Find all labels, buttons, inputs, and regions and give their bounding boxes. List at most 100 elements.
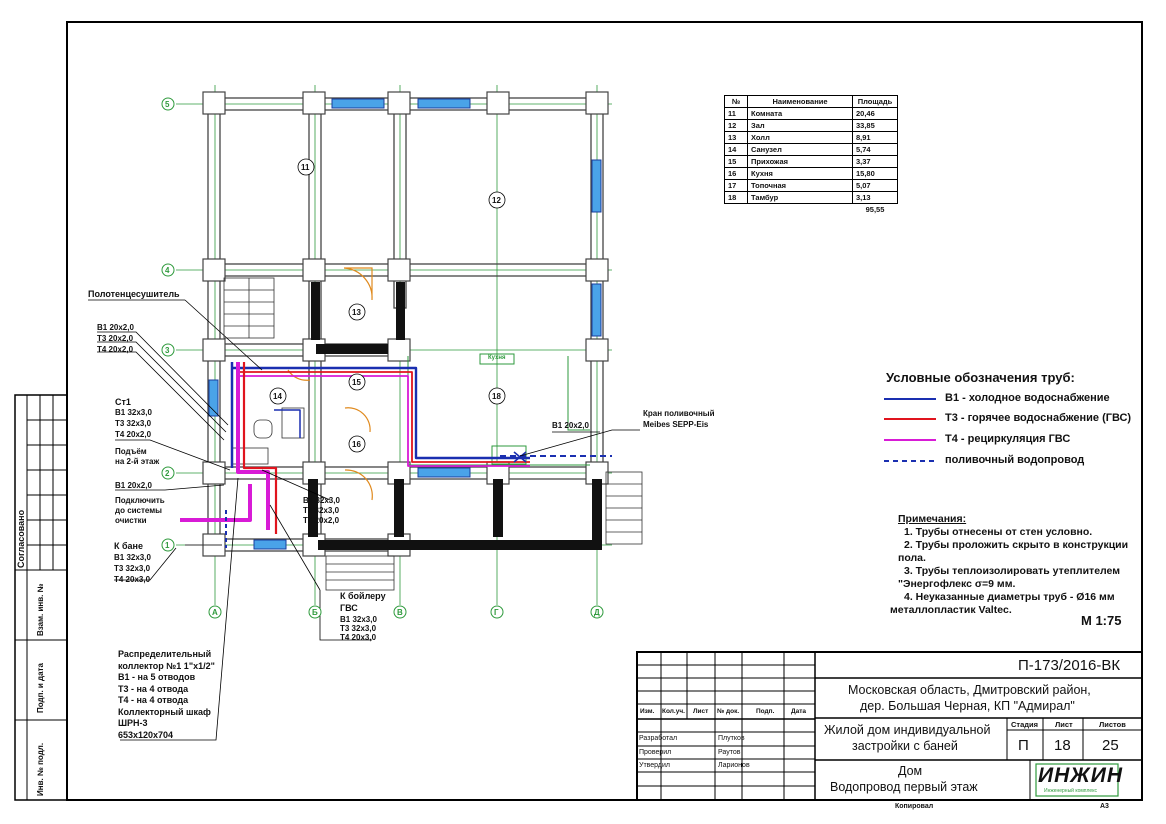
valve-label-2: Meibes SEPP-Eis xyxy=(643,420,709,429)
legend-item-irrigation: поливочный водопровод xyxy=(945,454,1085,466)
valve-label-1: Кран поливочный xyxy=(643,409,715,418)
legend-item-t4: Т4 - рециркуляция ГВС xyxy=(945,433,1071,445)
note-line: 1. Трубы отнесены от стен условно. xyxy=(904,526,1093,538)
stage-header: Стадия xyxy=(1011,720,1039,729)
notes-block: Примечания: 1. Трубы отнесены от стен ус… xyxy=(890,513,1129,617)
format-label: А3 xyxy=(1100,803,1109,810)
table-cell: 16 xyxy=(724,167,748,180)
table-cell: 8,91 xyxy=(852,131,898,144)
bath-pipe-t3: Т3 32х3,0 xyxy=(114,564,151,573)
drawing-code: П-173/2016-ВК xyxy=(1018,657,1121,674)
note-line: 2. Трубы проложить скрыто в конструкции xyxy=(904,539,1129,551)
room-label-13: 13 xyxy=(352,308,361,317)
table-cell: 15 xyxy=(724,155,748,168)
room-label-16: 16 xyxy=(352,440,361,449)
boiler-pipe-t4: Т4 20х3,0 xyxy=(340,633,377,642)
company-logo-subtitle: Инженерный комплекс xyxy=(1044,788,1097,794)
location-line-1: Московская область, Дмитровский район, xyxy=(848,683,1091,697)
name-checked: Раутов xyxy=(718,749,741,756)
center-pipe-t4: Т4 20х2,0 xyxy=(303,516,340,525)
collector-line: Коллекторный шкаф xyxy=(118,706,211,717)
table-cell: 5,74 xyxy=(852,143,898,156)
role-developed: Разработал xyxy=(639,735,678,742)
table-cell: 5,07 xyxy=(852,179,898,192)
center-pipe-t3: Т3 32х3,0 xyxy=(303,506,340,515)
legend-item-b1: В1 - холодное водоснабжение xyxy=(945,392,1110,404)
rise-label-1: Подъём xyxy=(115,447,147,456)
table-total: 95,55 xyxy=(865,205,885,214)
sheet-header: Лист xyxy=(1055,720,1073,729)
table-cell: 33,85 xyxy=(852,119,898,132)
notes-title: Примечания: xyxy=(898,513,967,525)
table-cell: Топочная xyxy=(747,179,853,192)
b1-valve-label: В1 20х2,0 xyxy=(552,421,589,430)
towel-dryer-label: Полотенцесушитель xyxy=(88,289,180,299)
table-header: Площадь xyxy=(852,95,898,108)
company-logo: ИНЖИН xyxy=(1038,764,1124,787)
b1-small-label: В1 20х2,0 xyxy=(115,481,152,490)
axis-label-5: 5 xyxy=(165,100,170,109)
table-cell: Холл xyxy=(747,131,853,144)
boiler-pipe-b1: В1 32х3,0 xyxy=(340,615,377,624)
axis-label-b: Б xyxy=(312,608,318,617)
axis-label-3: 3 xyxy=(165,346,170,355)
table-cell: Зал xyxy=(747,119,853,132)
st1-pipe-b1: В1 32х3,0 xyxy=(115,408,152,417)
to-bath-label: К бане xyxy=(114,541,143,551)
table-cell: Комната xyxy=(747,107,853,120)
axis-label-1: 1 xyxy=(165,541,170,550)
col-header-date: Дата xyxy=(791,708,807,715)
left-pipe-t4: Т4 20х2,0 xyxy=(97,345,134,354)
table-cell: 13 xyxy=(724,131,748,144)
table-cell: 20,46 xyxy=(852,107,898,120)
table-cell: 3,13 xyxy=(852,191,898,204)
valve-icon xyxy=(513,451,527,463)
legend-title: Условные обозначения труб: xyxy=(886,370,1075,385)
col-header-list: Лист xyxy=(693,708,709,715)
room-label-18: 18 xyxy=(492,392,501,401)
note-line: 4. Неуказанные диаметры труб - Ø16 мм xyxy=(904,591,1115,603)
table-header: Наименование xyxy=(747,95,853,108)
connect-label-2: до системы xyxy=(115,506,163,515)
legend-item-t3: Т3 - горячее водоснабжение (ГВС) xyxy=(945,412,1132,424)
project-line-1: Жилой дом индивидуальной xyxy=(824,723,991,737)
center-pipe-b1: В1 32х3,0 xyxy=(303,496,340,505)
stamp-sign-date: Подп. и дата xyxy=(36,663,45,713)
note-line: металлопластик Valtec. xyxy=(890,604,1012,616)
table-header: № xyxy=(724,95,748,108)
table-cell: 12 xyxy=(724,119,748,132)
collector-line: Распределительный xyxy=(118,649,212,659)
role-approved: Утвердил xyxy=(639,762,670,769)
rise-label-2: на 2-й этаж xyxy=(115,457,160,466)
axis-label-2: 2 xyxy=(165,469,170,478)
pipes xyxy=(180,362,612,548)
collector-line: ШРН-3 xyxy=(118,718,148,728)
table-cell: 15,80 xyxy=(852,167,898,180)
table-cell: Санузел xyxy=(747,143,853,156)
table-cell: 3,37 xyxy=(852,155,898,168)
col-header-doc: № док. xyxy=(717,708,740,715)
boiler-pipe-t3: Т3 32х3,0 xyxy=(340,624,377,633)
axis-label-v: В xyxy=(397,608,403,617)
axis-label-4: 4 xyxy=(165,266,170,275)
axis-label-g: Г xyxy=(494,608,499,617)
table-cell: Прихожая xyxy=(747,155,853,168)
note-line: пола. xyxy=(898,552,926,564)
stamp-agreed: Согласовано xyxy=(16,509,26,568)
connect-label-1: Подключить xyxy=(115,496,165,505)
connect-label-3: очистки xyxy=(115,516,147,525)
st1-pipe-t4: Т4 20х2,0 xyxy=(115,430,152,439)
kitchen-fixture-label: Кухня xyxy=(488,355,506,361)
side-stamp xyxy=(14,394,68,801)
stamp-inv-orig: Инв. № подл. xyxy=(36,742,45,796)
left-pipe-t3: Т3 20х2,0 xyxy=(97,334,134,343)
st1-pipe-t3: Т3 32х3,0 xyxy=(115,419,152,428)
sheet-title-line-1: Дом xyxy=(898,764,923,778)
collector-line: Т4 - на 4 отвода xyxy=(118,695,189,705)
collector-line: коллектор №1 1"х1/2" xyxy=(118,660,215,671)
